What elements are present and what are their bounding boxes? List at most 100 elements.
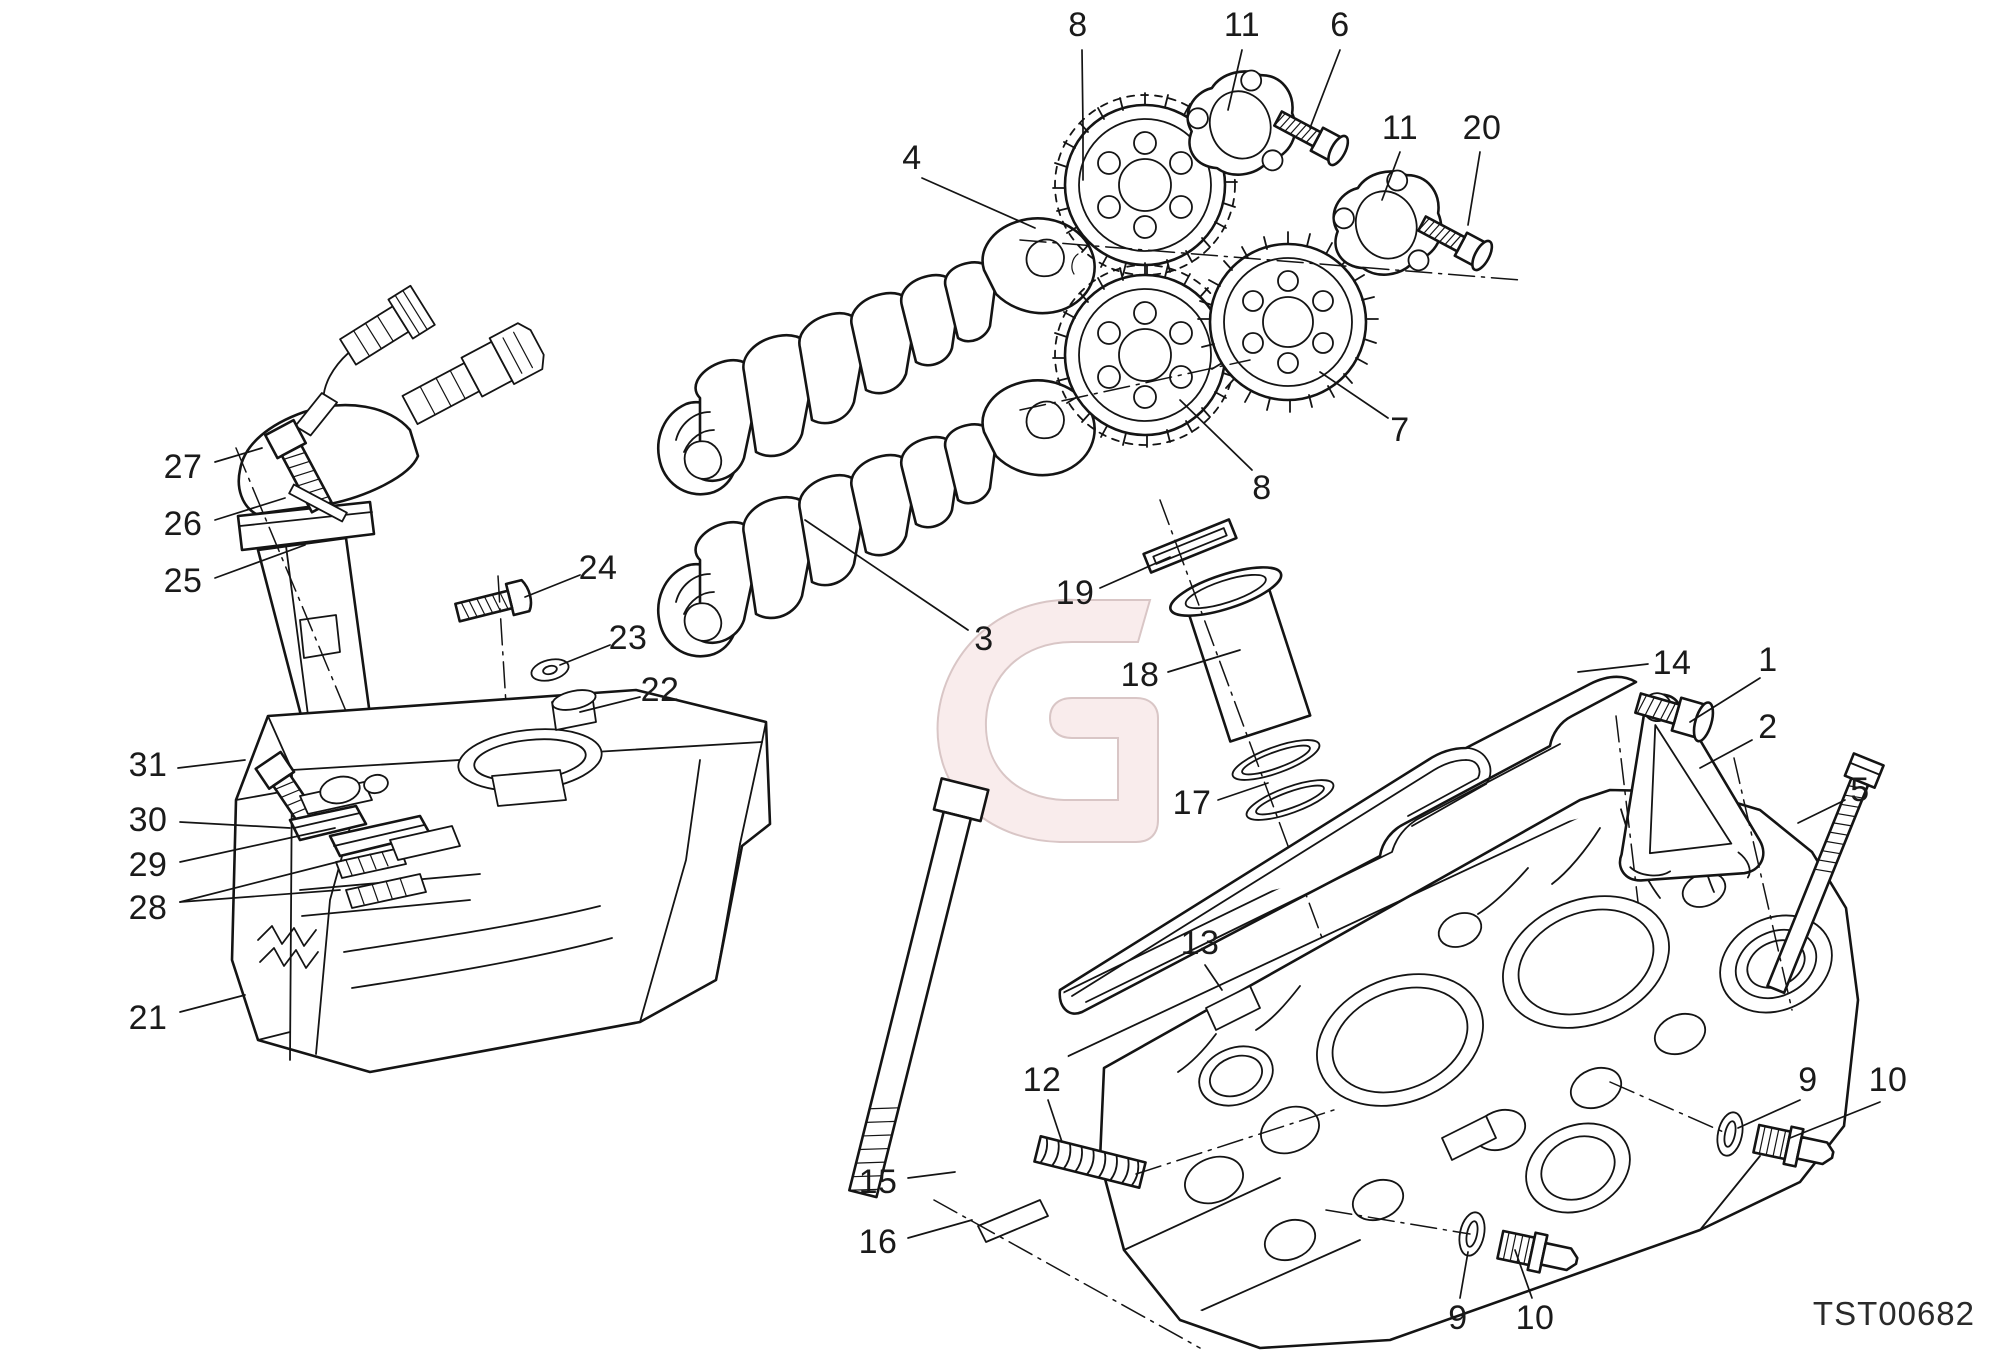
gear-train-axis <box>1019 239 1521 281</box>
timing-gear-lower-part8 <box>1052 262 1238 448</box>
callout-number-30: 30 <box>128 801 168 839</box>
callout-number-10: 10 <box>1868 1061 1908 1099</box>
gear-train-axis-2 <box>1019 359 1251 411</box>
leader-line-10 <box>1789 1101 1881 1139</box>
screw-axis-24 <box>497 575 507 705</box>
callout-number-6: 6 <box>1330 6 1350 44</box>
leader-line-30 <box>179 821 291 829</box>
cam-caps-and-shims <box>254 750 461 909</box>
camshaft-lower-part3 <box>657 379 1096 658</box>
leader-line-6 <box>1309 49 1341 129</box>
callout-number-19: 19 <box>1055 574 1095 612</box>
leader-line-13 <box>1204 964 1223 991</box>
drawing-code-label: TST00682 <box>1812 1295 1975 1332</box>
callout-number-3: 3 <box>974 620 994 658</box>
callout-number-22: 22 <box>640 671 680 709</box>
camshaft-flange-part11-upper <box>1186 69 1297 176</box>
leader-line-14 <box>1577 663 1649 673</box>
callout-number-7: 7 <box>1390 411 1410 449</box>
leader-line-11 <box>1381 151 1401 201</box>
callout-number-5: 5 <box>1850 771 1870 809</box>
leader-line-19 <box>1099 556 1171 589</box>
cover-washer-part23 <box>530 658 570 682</box>
cover-grommet-part22 <box>551 689 597 731</box>
oil-jet-washer-part9-upper <box>1716 1111 1744 1157</box>
callout-number-14: 14 <box>1652 644 1692 682</box>
leader-line-4 <box>921 177 1036 229</box>
leader-line-11 <box>1227 49 1243 111</box>
leader-line-8 <box>1081 49 1084 181</box>
head-stud-part12 <box>1033 1107 1341 1189</box>
leader-line-28 <box>179 859 346 903</box>
oring-lower <box>1245 779 1335 821</box>
callout-number-8: 8 <box>1068 6 1088 44</box>
callout-number-28: 28 <box>128 889 168 927</box>
oring-upper <box>1231 739 1321 781</box>
leader-line-21 <box>179 994 246 1013</box>
callout-number-18: 18 <box>1120 656 1160 694</box>
callout-number-24: 24 <box>578 549 618 587</box>
timing-gear-upper-part8 <box>1052 92 1238 278</box>
callout-leader-lines <box>177 49 1881 1299</box>
leader-line-9 <box>1459 1251 1469 1299</box>
callout-number-23: 23 <box>608 619 648 657</box>
leader-line-26 <box>214 497 286 521</box>
callout-number-4: 4 <box>902 139 922 177</box>
camshaft-flange-part11-lower <box>1332 169 1443 276</box>
camshaft-upper-part4 <box>657 217 1096 496</box>
callout-number-25: 25 <box>163 562 203 600</box>
leader-line-18 <box>1167 649 1241 673</box>
head-bolt-washer-part16 <box>977 1199 1049 1243</box>
callout-number-20: 20 <box>1462 109 1502 147</box>
callout-number-26: 26 <box>163 505 203 543</box>
callout-number-29: 29 <box>128 846 168 884</box>
leader-line-25 <box>214 544 306 579</box>
oil-jet-part10-lower <box>1325 1209 1579 1274</box>
valve-shim-row-b <box>345 873 427 909</box>
callout-number-13: 13 <box>1180 924 1220 962</box>
cover-screw-part24 <box>454 578 533 623</box>
leader-line-3 <box>804 519 969 631</box>
cover-gasket-part14 <box>1058 675 1638 1015</box>
head-bolt-part5 <box>1733 752 1885 1011</box>
leader-line-20 <box>1467 151 1481 226</box>
leader-line-29 <box>179 827 336 863</box>
leader-line-c28b <box>179 889 341 903</box>
callout-number-31: 31 <box>128 746 168 784</box>
cover-washer-part26 <box>288 483 348 523</box>
callout-number-11: 11 <box>1381 109 1419 147</box>
callout-number-15: 15 <box>858 1163 898 1201</box>
leader-line-15 <box>907 1171 956 1179</box>
leader-line-23 <box>559 644 611 666</box>
leader-line-17 <box>1217 782 1269 801</box>
bracket-axis <box>1615 715 1639 903</box>
leader-line-9 <box>1737 1099 1801 1129</box>
callout-number-27: 27 <box>163 448 203 486</box>
flange-bolt-part6 <box>1273 110 1350 167</box>
leader-line-22 <box>579 696 641 713</box>
leader-line-8 <box>1179 399 1253 471</box>
timing-gear-part7 <box>1197 231 1379 413</box>
callout-number-2: 2 <box>1758 708 1778 746</box>
valve-shim-row-a <box>335 847 407 879</box>
leader-line-10 <box>1514 1249 1533 1299</box>
leader-line-2 <box>1699 739 1753 769</box>
callout-number-21: 21 <box>128 999 168 1037</box>
callout-number-9: 9 <box>1798 1061 1818 1099</box>
leader-line-1 <box>1689 677 1761 723</box>
oil-jet-washer-part9-lower <box>1458 1211 1486 1257</box>
cylinder-head-cover-part21 <box>230 688 772 1074</box>
leader-line-27 <box>214 447 263 463</box>
callout-number-11: 11 <box>1223 6 1261 44</box>
callout-number-12: 12 <box>1022 1061 1062 1099</box>
callout-number-10: 10 <box>1515 1299 1555 1337</box>
leader-line-31 <box>177 759 246 769</box>
cover-bolt-part27 <box>264 418 333 514</box>
leader-line-12 <box>1047 1099 1063 1143</box>
leader-line-7 <box>1319 371 1389 419</box>
oil-jet-part10-upper <box>1609 1081 1835 1168</box>
tappet-assembly <box>1142 499 1346 1001</box>
flange-bolt-part20 <box>1417 215 1494 272</box>
